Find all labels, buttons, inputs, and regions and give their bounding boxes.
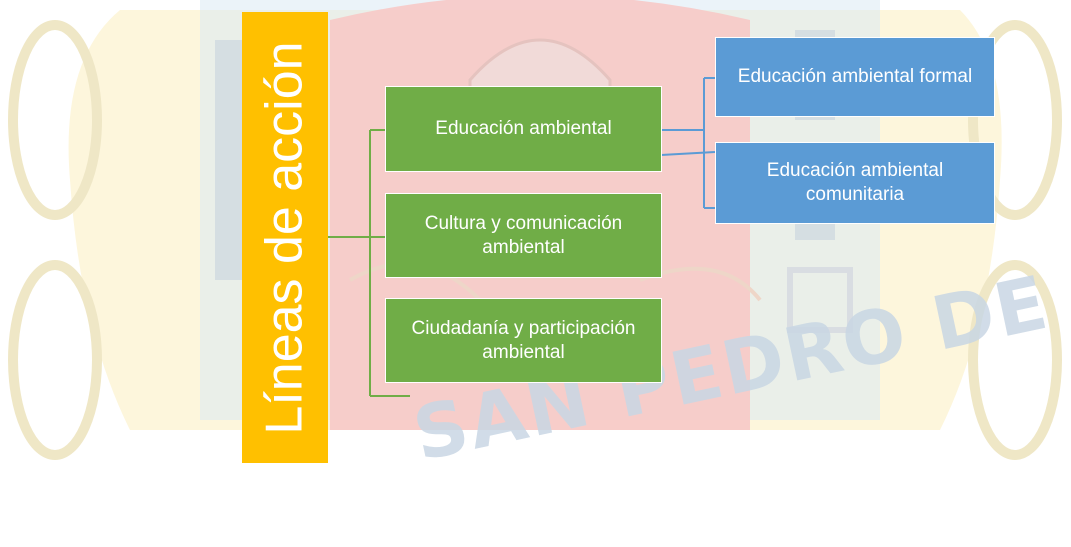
leaf-label: Educación ambiental comunitaria — [766, 160, 944, 205]
branch-label: Ciudadanía y participación ambiental — [411, 317, 636, 363]
leaf-node-community-education: Educación ambiental comunitaria — [715, 142, 995, 224]
branch-node-environmental-education: Educación ambiental — [385, 86, 662, 172]
branch-node-citizenship-participation: Ciudadanía y participación ambiental — [385, 298, 662, 383]
leaf-node-formal-education: Educación ambiental formal — [715, 37, 995, 117]
root-label: Líneas de acción — [255, 40, 314, 435]
connector-branch1-tail — [660, 151, 716, 156]
root-node: Líneas de acción — [242, 12, 328, 463]
branch-label: Cultura y comunicación ambiental — [424, 212, 623, 258]
branch-node-culture-communication: Cultura y comunicación ambiental — [385, 193, 662, 278]
root-branch-connectors — [328, 129, 410, 397]
leaf-label: Educación ambiental formal — [737, 66, 973, 88]
branch-label: Educación ambiental — [435, 118, 612, 140]
branch-leaf-connectors — [660, 77, 716, 209]
